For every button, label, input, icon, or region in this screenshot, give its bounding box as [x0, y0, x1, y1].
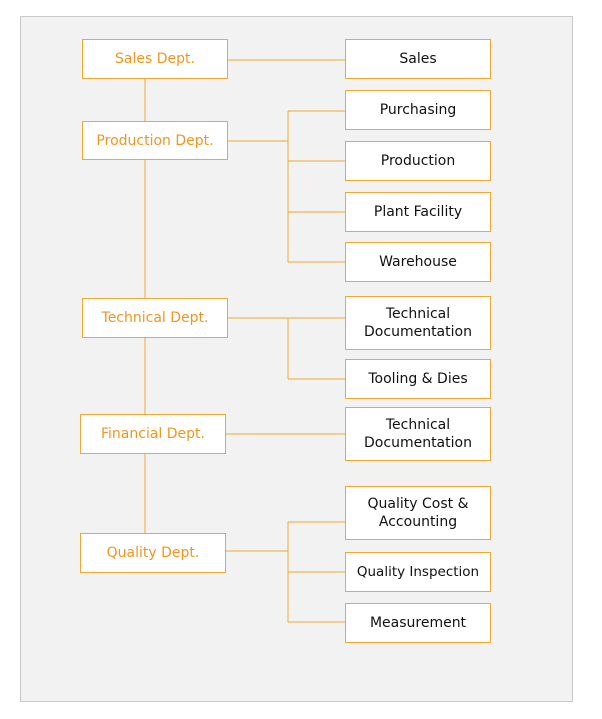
unit-purchasing: Purchasing	[345, 90, 491, 130]
unit-label: Tooling & Dies	[368, 371, 468, 387]
dept-sales: Sales Dept.	[82, 39, 228, 79]
dept-label: Sales Dept.	[115, 51, 195, 67]
dept-technical: Technical Dept.	[82, 298, 228, 338]
unit-label: Purchasing	[379, 102, 457, 118]
dept-label: Production Dept.	[96, 132, 214, 149]
unit-label: Quality Inspection	[356, 564, 480, 580]
dept-quality: Quality Dept.	[80, 533, 226, 573]
unit-label: Technical Documentation	[364, 417, 472, 451]
unit-plant-facility: Plant Facility	[345, 192, 491, 232]
unit-quality-cost-accounting: Quality Cost & Accounting	[345, 486, 491, 540]
unit-warehouse: Warehouse	[345, 242, 491, 282]
unit-label: Sales	[399, 51, 437, 67]
unit-label: Plant Facility	[373, 204, 463, 220]
unit-quality-inspection: Quality Inspection	[345, 552, 491, 592]
unit-tooling-dies: Tooling & Dies	[345, 359, 491, 399]
unit-measurement: Measurement	[345, 603, 491, 643]
dept-label: Technical Dept.	[101, 310, 209, 326]
unit-label: Warehouse	[379, 254, 457, 270]
unit-label: Technical Documentation	[364, 306, 472, 340]
dept-label: Financial Dept.	[101, 426, 205, 442]
unit-sales: Sales	[345, 39, 491, 79]
unit-label: Production	[380, 153, 456, 169]
unit-technical-documentation-financial: Technical Documentation	[345, 407, 491, 461]
unit-label: Quality Cost & Accounting	[367, 496, 469, 530]
unit-label: Measurement	[369, 615, 467, 631]
dept-production: Production Dept.	[82, 121, 228, 160]
dept-label: Quality Dept.	[106, 545, 200, 561]
unit-technical-documentation: Technical Documentation	[345, 296, 491, 350]
dept-financial: Financial Dept.	[80, 414, 226, 454]
unit-production: Production	[345, 141, 491, 181]
